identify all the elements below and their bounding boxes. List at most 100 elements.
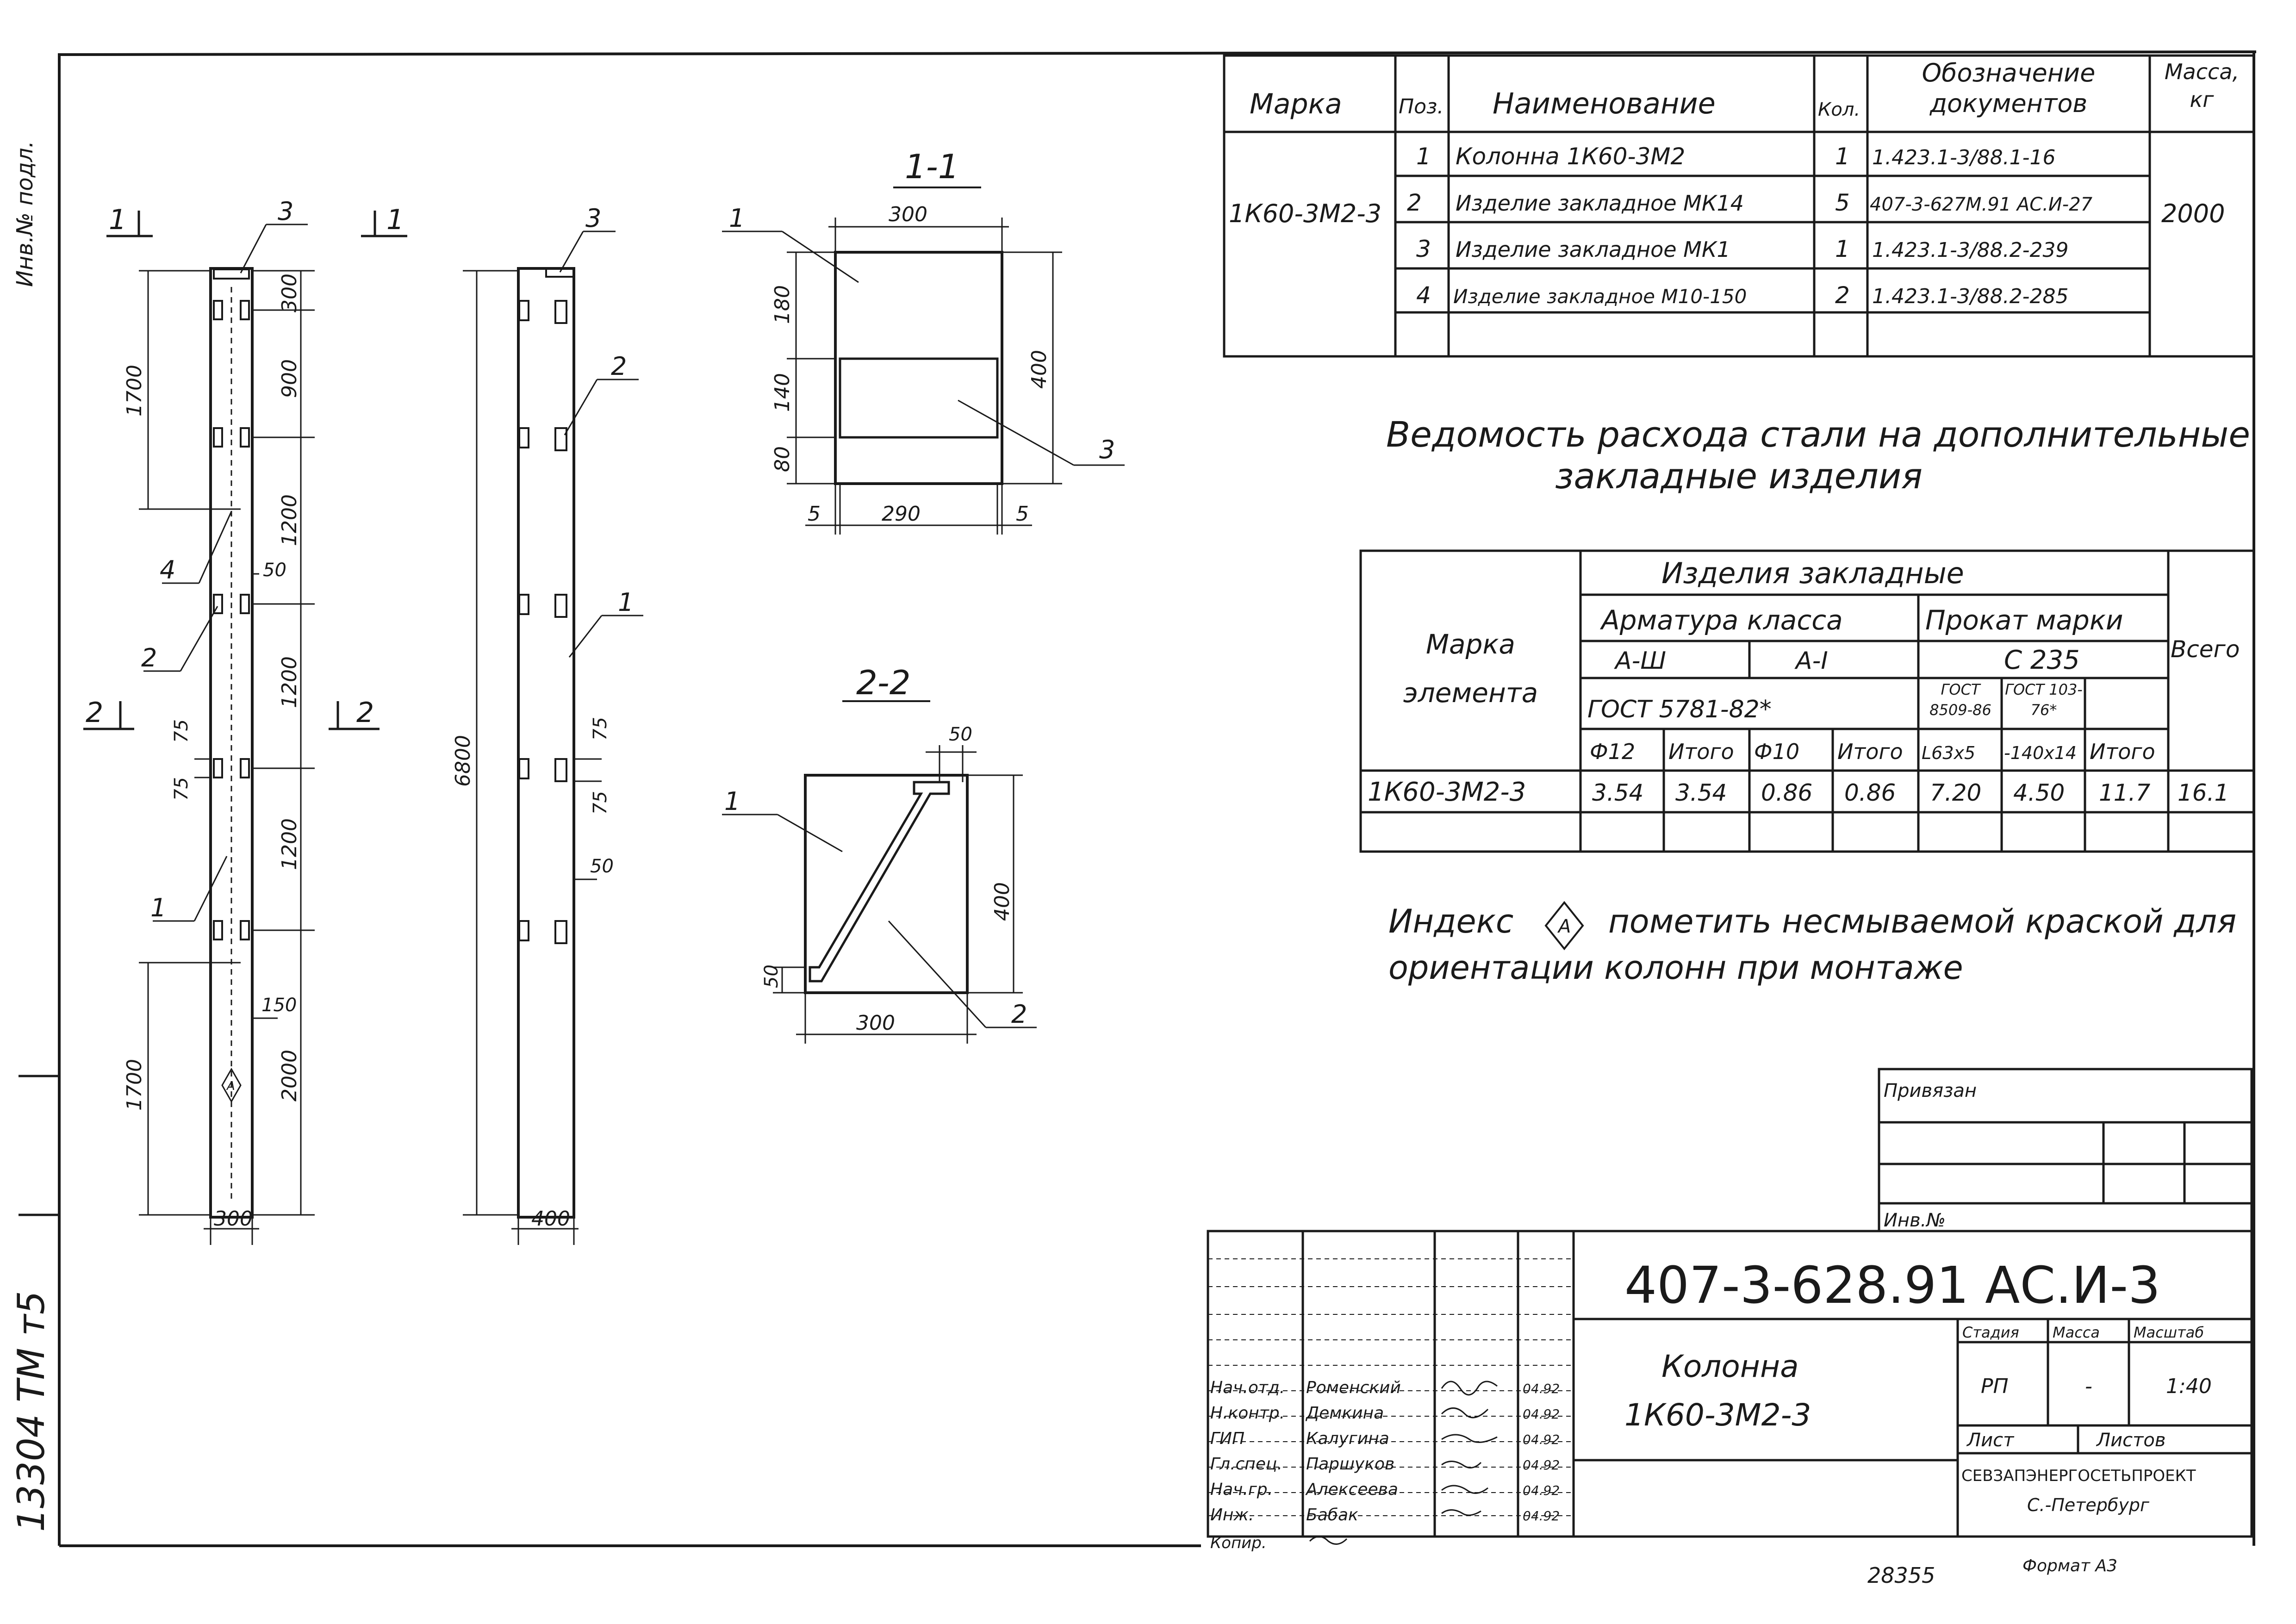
sheet-label: Лист	[1966, 1430, 2015, 1451]
note-word: Индекс	[1388, 902, 1513, 940]
dim-small-50: 50	[263, 560, 286, 581]
sig-date: 04.92	[1523, 1483, 1560, 1498]
drawing-name-line2: 1К60-3М2-3	[1624, 1397, 1811, 1433]
steel-col-label: Итого	[1837, 739, 1903, 764]
steel-row-mark: 1К60-3М2-3	[1368, 777, 1526, 807]
spec-header-pos: Поз.	[1399, 95, 1444, 118]
spec-row-1: 1 Колонна 1К60-3М2 1 1.423.1-3/88.1-16	[1416, 143, 2055, 170]
dim-front-1200a: 1200	[278, 494, 301, 546]
callout-front-4: 4	[160, 555, 175, 585]
mass-header: Масса	[2053, 1324, 2100, 1341]
steel-armature-header: Арматура класса	[1599, 604, 1843, 636]
callout-front-1: 1	[150, 893, 166, 922]
steel-class-a3: А-Ш	[1614, 647, 1666, 675]
spec-row-qty: 2	[1835, 282, 1850, 309]
spec-row-pos: 2	[1407, 189, 1422, 216]
section-marks	[83, 211, 407, 730]
section-1-title: 1-1	[905, 147, 959, 186]
steel-row-value: 3.54	[1592, 779, 1643, 806]
signature-scribbles	[1309, 1381, 1498, 1545]
section-mark-2-right: 2	[356, 697, 374, 729]
column-side-view: 6800 75 75 50 400 3 2 1	[451, 204, 643, 1245]
sec2-pos-1: 1	[724, 787, 740, 816]
spec-header-doc: Обозначение документов	[1922, 58, 2096, 118]
spec-row-pos: 1	[1416, 143, 1431, 170]
stage-header: Стадия	[1962, 1324, 2019, 1341]
sec1-dim-180: 180	[771, 285, 794, 324]
section-mark-1-left: 1	[109, 204, 126, 236]
steel-total-header: Всего	[2171, 636, 2240, 663]
steel-col-label: Итого	[1668, 739, 1734, 764]
spec-header-name: Наименование	[1493, 87, 1716, 120]
dim-front-2000: 2000	[278, 1050, 301, 1101]
drawing-name-line1: Колонна	[1661, 1349, 1799, 1384]
sig-date: 04.92	[1523, 1381, 1560, 1396]
section-mark-2-left: 2	[86, 697, 103, 729]
mass-value: -	[2085, 1375, 2092, 1398]
spec-row-doc: 1.423.1-3/88.1-16	[1872, 146, 2055, 169]
sec1-dim-400: 400	[1027, 350, 1051, 389]
drawing-code: 407-3-628.91 АС.И-3	[1624, 1256, 2160, 1315]
section-2-2: 2-2 50 400 50 300 1 2	[722, 663, 1037, 1044]
steel-col-label: L63х5	[1922, 743, 1975, 763]
sig-name: Роменский	[1306, 1378, 1401, 1397]
callout-side-1: 1	[618, 588, 634, 617]
scale-value: 1:40	[2166, 1375, 2212, 1398]
spec-row-pos: 4	[1416, 282, 1431, 309]
steel-rolled-header: Прокат марки	[1925, 604, 2123, 636]
sig-role: ГИП	[1210, 1429, 1244, 1448]
dim-left-1700-bottom: 1700	[123, 1059, 146, 1111]
steel-gost-2: ГОСТ 103-76*	[2005, 681, 2083, 719]
sec1-dim-top: 300	[889, 203, 927, 226]
steel-gost-armature: ГОСТ 5781-82*	[1587, 696, 1772, 723]
spec-header-mark: Марка	[1250, 88, 1342, 120]
section-1-1: 1-1 300 180 140 80 400 5 290 5	[722, 147, 1125, 535]
steel-col-label: Итого	[2090, 739, 2155, 764]
spec-mass: 2000	[2161, 199, 2225, 228]
sig-role: Нач.отд.	[1210, 1378, 1285, 1397]
signature-rows: Нач.отд. Роменский 04.92 Н.контр. Демкин…	[1210, 1378, 1560, 1524]
scale-header: Масштаб	[2134, 1324, 2204, 1341]
sheets-label: Листов	[2096, 1430, 2165, 1451]
sig-role: Гл.спец.	[1210, 1455, 1282, 1474]
dim-front-1200b: 1200	[278, 656, 301, 708]
steel-row-value: 11.7	[2099, 779, 2151, 806]
steel-title-line2: закладные изделия	[1555, 455, 1923, 497]
sig-role: Нач.гр.	[1210, 1480, 1273, 1499]
sig-role: Инж.	[1210, 1506, 1254, 1524]
steel-class-a1: А-I	[1794, 647, 1828, 675]
dim-front-1200c: 1200	[278, 818, 301, 870]
inv-no-label: Инв.№	[1884, 1210, 1946, 1231]
sig-date: 04.92	[1523, 1406, 1560, 1422]
steel-gost-1: ГОСТ 8509-86	[1929, 681, 1991, 719]
front-index-symbol: А	[226, 1079, 235, 1093]
spec-header-qty: Кол.	[1818, 99, 1860, 120]
sec2-dim-300: 300	[856, 1011, 895, 1035]
dim-side-width: 400	[531, 1207, 570, 1231]
spec-row-4: 4 Изделие закладное М10-150 2 1.423.1-3/…	[1416, 282, 2068, 309]
callout-side-3: 3	[585, 204, 601, 233]
sec1-dim-290: 290	[882, 502, 921, 526]
steel-col-labels: Ф12 Итого Ф10 Итого L63х5 -140х14 Итого	[1590, 739, 2155, 764]
sec2-pos-2: 2	[1011, 1000, 1027, 1029]
sec1-dim-80: 80	[771, 446, 794, 472]
steel-row-value: 4.50	[2013, 779, 2065, 806]
sig-name: Паршуков	[1306, 1455, 1394, 1474]
callout-front-2: 2	[141, 643, 157, 672]
dim-small-75b: 75	[171, 777, 192, 801]
spec-row-qty: 5	[1835, 189, 1850, 216]
steel-data-row: 1К60-3М2-3 3.54 3.54 0.86 0.86 7.20 4.50…	[1368, 777, 2229, 807]
sig-role: Н.контр.	[1210, 1404, 1285, 1423]
format-label: Формат А3	[2022, 1556, 2117, 1575]
spec-row-name: Изделие закладное МК14	[1456, 191, 1744, 216]
section-mark-1-right: 1	[386, 204, 404, 236]
spec-row-doc: 1.423.1-3/88.2-239	[1872, 238, 2068, 262]
dim-small-75a: 75	[171, 719, 192, 743]
spec-row-name: Колонна 1К60-3М2	[1456, 143, 1685, 170]
spec-row-pos: 3	[1416, 236, 1431, 262]
privyazan-label: Привязан	[1884, 1080, 1977, 1101]
dim-side-height: 6800	[451, 735, 475, 787]
sig-name: Демкина	[1305, 1404, 1384, 1423]
org-line2: С.-Петербург	[2027, 1495, 2150, 1515]
